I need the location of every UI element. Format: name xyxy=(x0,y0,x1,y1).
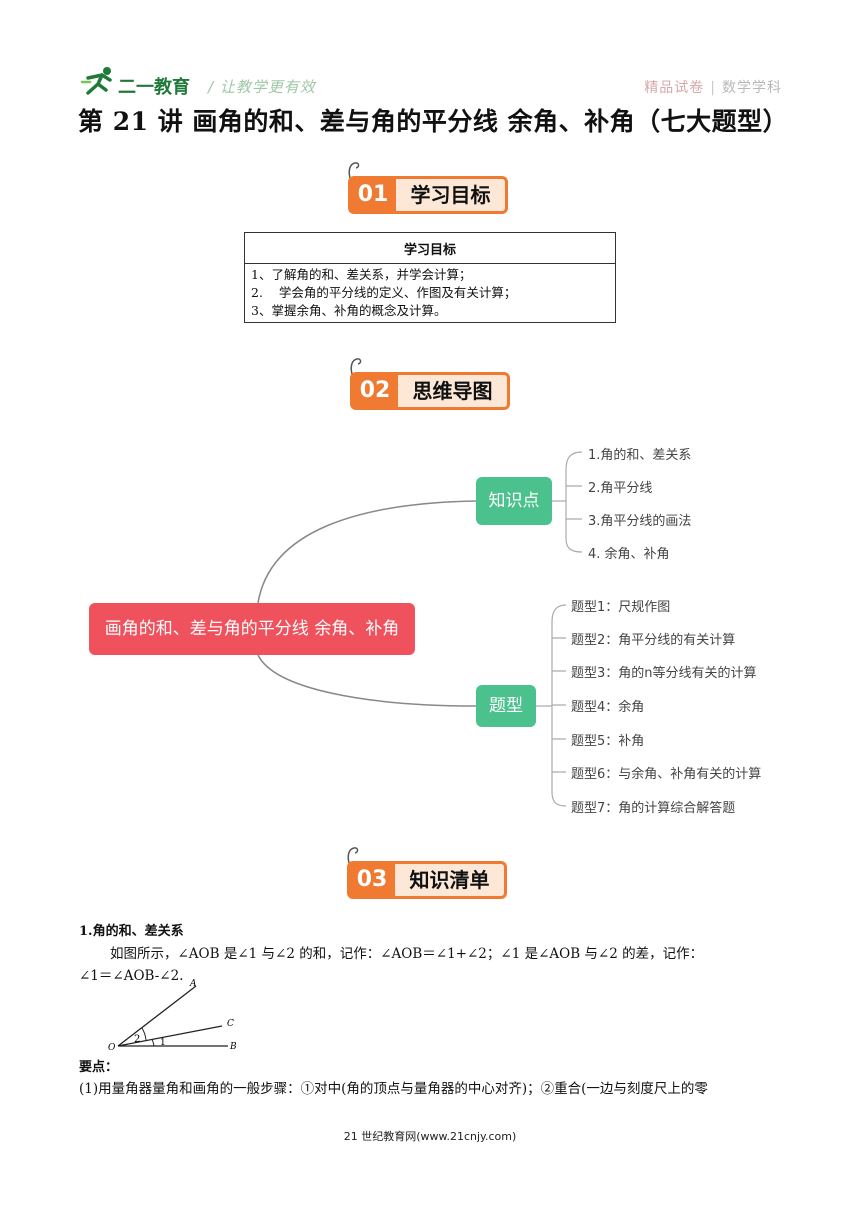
type-leaf: 题型6：与余角、补角有关的计算 xyxy=(571,767,762,782)
objective-item: 1、了解角的和、差关系，并学会计算； xyxy=(251,267,472,282)
type-leaf: 题型7：角的计算综合解答题 xyxy=(571,801,736,816)
angle-figure: A C B O 2 1 xyxy=(108,979,237,1053)
paragraph: 如图所示，∠AOB 是∠1 与∠2 的和，记作：∠AOB＝∠1+∠2；∠1 是∠… xyxy=(110,946,704,962)
tag-subject: 数学学科 xyxy=(722,80,782,96)
page-title: 第 21 讲 画角的和、差与角的平分线 余角、补角（七大题型） xyxy=(78,107,789,136)
objectives-table: 学习目标 1、了解角的和、差关系，并学会计算； 2. 学会角的平分线的定义、作图… xyxy=(244,232,616,323)
objective-item: 3、掌握余角、补角的概念及计算。 xyxy=(251,303,447,318)
knowledge-leaf: 2.角平分线 xyxy=(588,481,653,496)
knowledge-leaf: 4. 余角、补角 xyxy=(588,547,670,562)
section-banner-mindmap: 02 思维导图 xyxy=(350,358,518,412)
label-b: B xyxy=(229,1042,237,1052)
banner-number: 02 xyxy=(350,372,400,410)
objectives-cell: 1、了解角的和、差关系，并学会计算； 2. 学会角的平分线的定义、作图及有关计算… xyxy=(244,263,616,323)
type-leaf: 题型3：角的n等分线有关的计算 xyxy=(571,666,757,681)
mindmap-node-types: 题型 xyxy=(476,685,536,727)
label-one: 1 xyxy=(160,1038,166,1048)
page-footer: 21 世纪教育网(www.21cnjy.com) xyxy=(343,1130,517,1143)
knowledge-leaf: 3.角平分线的画法 xyxy=(588,514,692,529)
brand-logo xyxy=(80,66,118,100)
brand-name: 二一教育 xyxy=(118,77,190,98)
section-heading: 1.角的和、差关系 xyxy=(79,924,184,939)
runner-logo-icon xyxy=(80,67,112,95)
banner-label: 学习目标 xyxy=(396,176,508,214)
type-leaf: 题型4：余角 xyxy=(571,700,645,715)
hook-icon xyxy=(350,358,362,375)
hook-icon xyxy=(348,162,360,179)
objective-item: 2. 学会角的平分线的定义、作图及有关计算； xyxy=(251,285,517,300)
section-banner-knowledge-list: 03 知识清单 xyxy=(347,847,515,901)
header-tags: 精品试卷 | 数学学科 xyxy=(644,77,782,97)
banner-number: 01 xyxy=(348,176,398,214)
tag-separator: | xyxy=(710,80,716,96)
banner-label: 思维导图 xyxy=(398,372,510,410)
mindmap-root: 画角的和、差与角的平分线 余角、补角 xyxy=(89,603,415,655)
points-heading: 要点： xyxy=(79,1060,119,1075)
brand-slogan: / 让教学更有效 xyxy=(208,78,316,96)
knowledge-leaf: 1.角的和、差关系 xyxy=(588,448,692,463)
type-leaf: 题型1：尺规作图 xyxy=(571,600,671,615)
paragraph: ∠1＝∠AOB-∠2. xyxy=(79,968,184,984)
paragraph: (1)用量角器量角和画角的一般步骤：①对中(角的顶点与量角器的中心对齐)；②重合… xyxy=(79,1081,708,1097)
section-banner-objectives: 01 学习目标 xyxy=(348,162,516,216)
banner-label: 知识清单 xyxy=(395,861,507,899)
hook-icon xyxy=(347,847,359,864)
label-a: A xyxy=(189,979,197,989)
label-two: 2 xyxy=(134,1034,140,1045)
label-c: C xyxy=(227,1019,234,1029)
type-leaf: 题型5：补角 xyxy=(571,734,645,749)
label-o: O xyxy=(108,1043,116,1053)
mindmap-node-knowledge: 知识点 xyxy=(476,477,552,525)
tag-quality: 精品试卷 xyxy=(644,80,705,96)
type-leaf: 题型2：角平分线的有关计算 xyxy=(571,633,736,648)
banner-number: 03 xyxy=(347,861,397,899)
